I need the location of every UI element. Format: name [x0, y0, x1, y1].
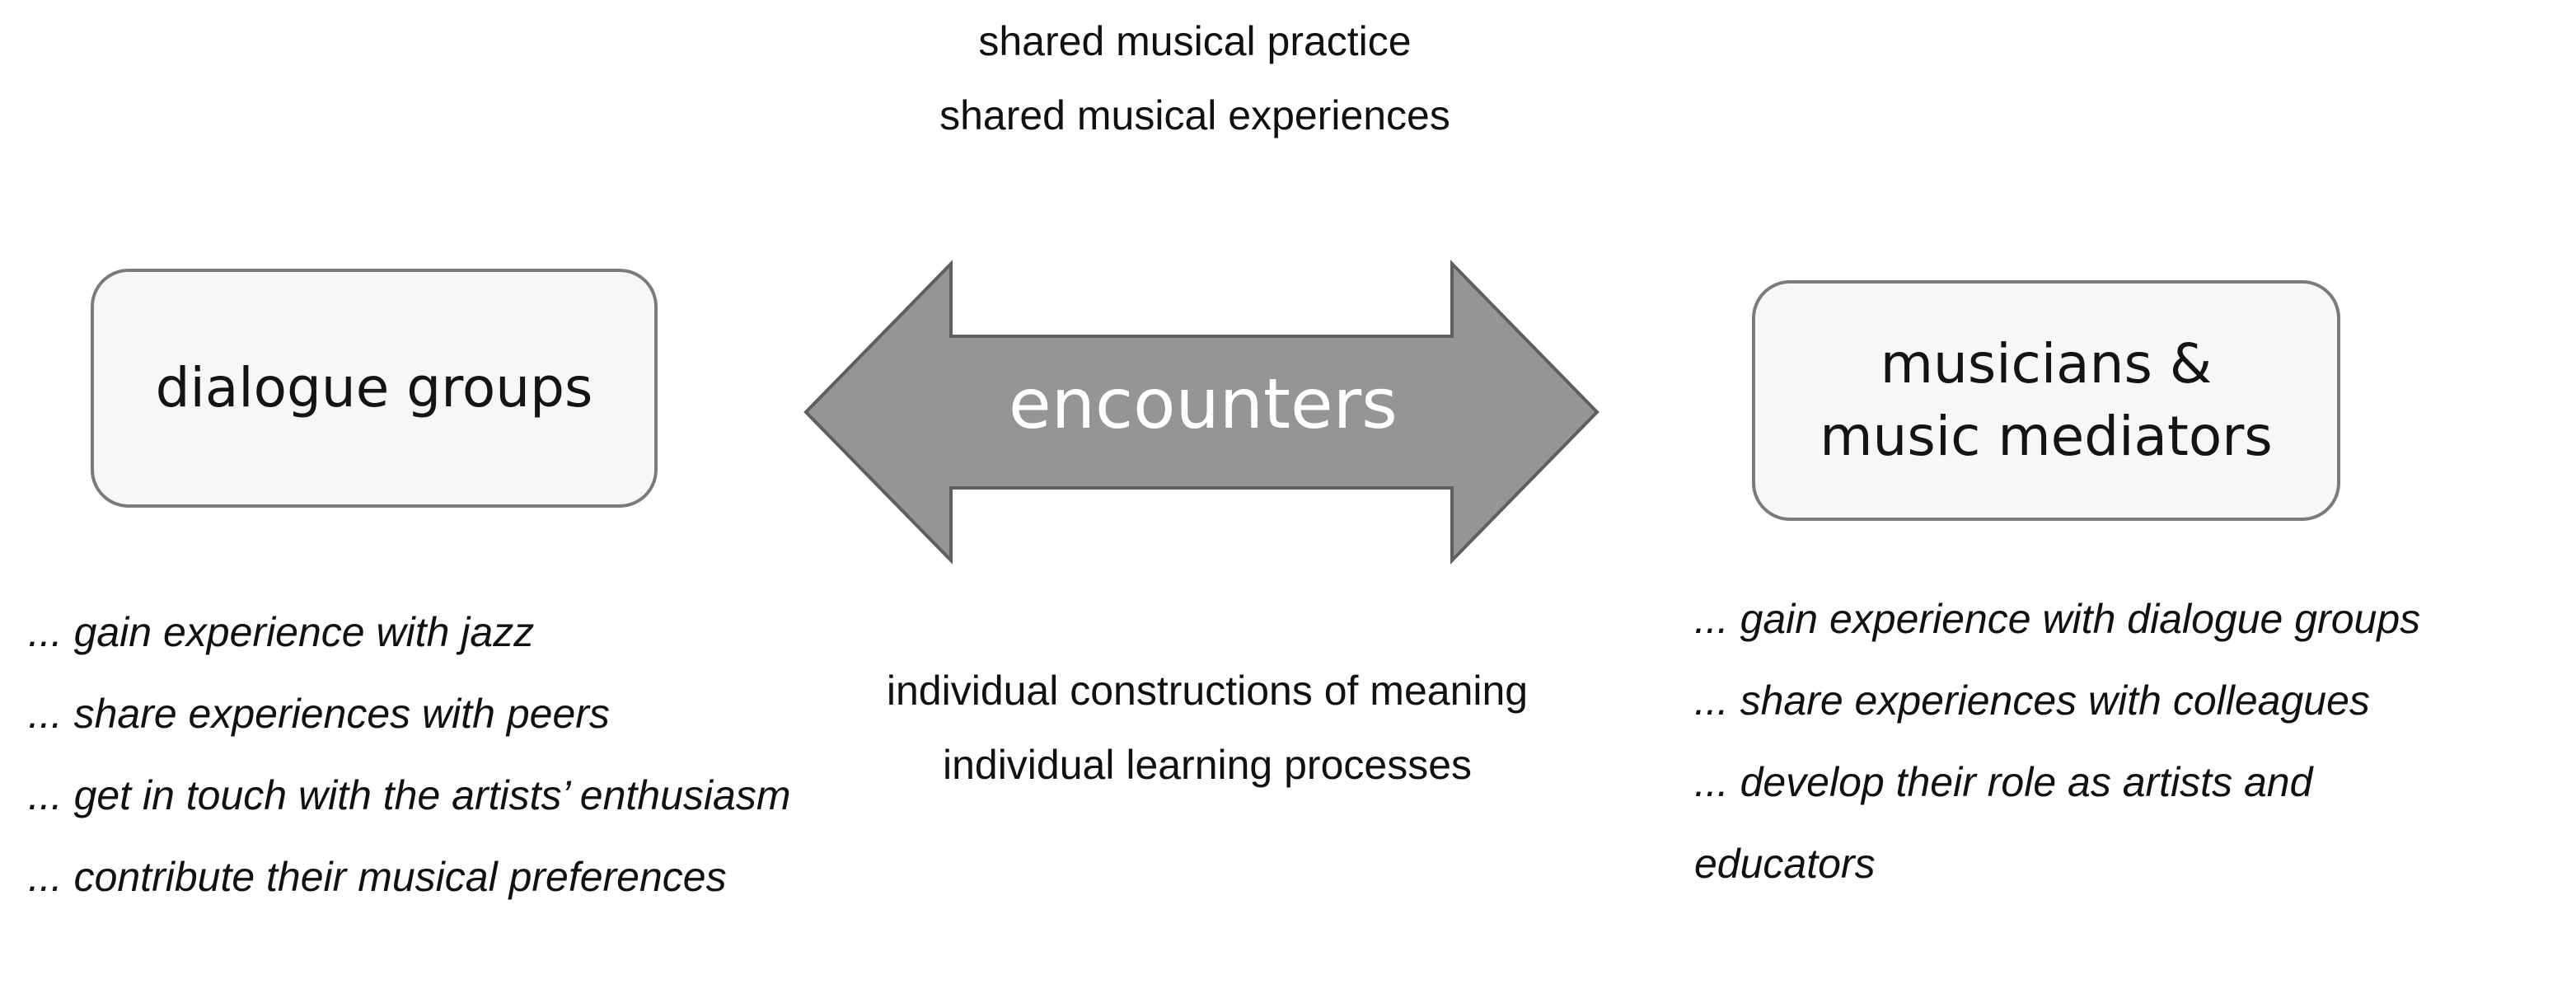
- dialogue-groups-label: dialogue groups: [155, 356, 593, 419]
- middle-label-learning: individual learning processes: [942, 742, 1473, 788]
- musicians-label-line1: musicians &: [1880, 332, 2213, 396]
- encounters-label: encounters: [1009, 363, 1398, 444]
- list-item: ... share experiences with colleagues: [1694, 677, 2370, 724]
- musicians-label-line2: music mediators: [1820, 405, 2273, 468]
- musicians-box: musicians & music mediators: [1752, 280, 2340, 521]
- top-label-experiences: shared musical experiences: [939, 92, 1450, 138]
- top-label-practice: shared musical practice: [978, 18, 1412, 64]
- list-item: ... develop their role as artists and: [1694, 759, 2313, 805]
- list-item: educators: [1694, 841, 1876, 887]
- list-item: ... share experiences with peers: [28, 691, 610, 737]
- list-item: ... gain experience with dialogue groups: [1694, 596, 2421, 642]
- dialogue-groups-list: ... gain experience with jazz ... share …: [28, 592, 790, 918]
- list-item: ... contribute their musical preferences: [28, 854, 727, 900]
- middle-label-meaning: individual constructions of meaning: [886, 668, 1529, 714]
- list-item: ... get in touch with the artists’ enthu…: [28, 772, 791, 818]
- dialogue-groups-box: dialogue groups: [91, 269, 658, 508]
- double-arrow-shape: [803, 260, 1599, 565]
- list-item: ... gain experience with jazz: [28, 609, 535, 655]
- encounters-arrow: [803, 260, 1599, 565]
- musicians-list: ... gain experience with dialogue groups…: [1694, 579, 2420, 905]
